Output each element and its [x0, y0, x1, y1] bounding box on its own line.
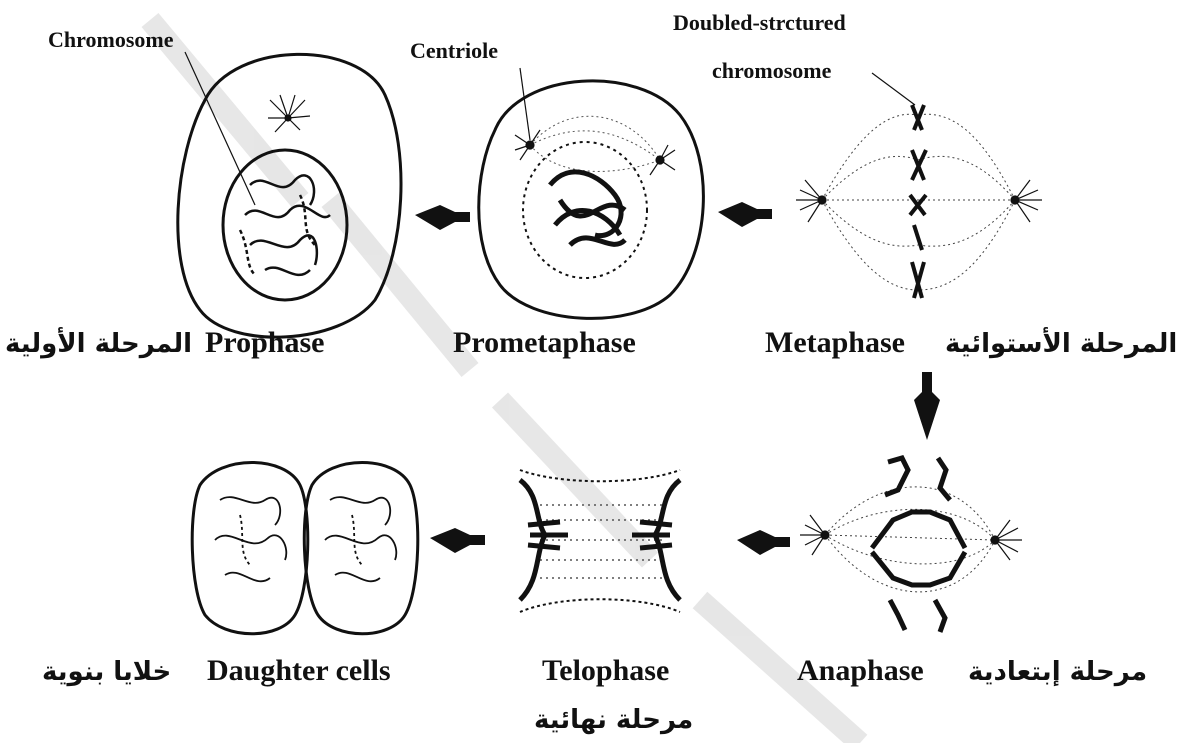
daughter-cells-arabic-label: خلايا بنوية: [42, 657, 171, 687]
prometaphase-label: Prometaphase: [453, 326, 636, 359]
centriole-right: [650, 145, 675, 175]
centriole-annotation: Centriole: [410, 38, 498, 63]
pole-right: [1011, 180, 1042, 222]
separating-chromosomes: [872, 458, 965, 632]
prophase-arabic-label: المرحلة الأولية: [5, 327, 192, 359]
daughter-cells-label: Daughter cells: [207, 654, 391, 687]
pole-right: [991, 520, 1022, 560]
prometaphase-cell: [479, 68, 704, 318]
arrow-metaphase-to-anaphase: [914, 372, 940, 440]
centriole-left: [515, 130, 540, 160]
pole-left: [800, 515, 829, 555]
prophase-label: Prophase: [205, 326, 324, 359]
centriole-leader-line: [520, 68, 530, 140]
arrow-anaphase-to-telophase: [737, 530, 790, 555]
arrow-telophase-to-daughter-cells: [430, 528, 485, 553]
chromosome-annotation: Chromosome: [48, 27, 174, 52]
centrosome-star: [268, 95, 310, 132]
spindle-fibers: [825, 487, 995, 592]
metaphase-label: Metaphase: [765, 326, 905, 359]
chromatids-left: [520, 480, 568, 600]
anaphase-arabic-label: مرحلة إبتعادية: [968, 657, 1147, 687]
telophase-label: Telophase: [542, 654, 669, 687]
metaphase-spindle: [796, 73, 1042, 298]
doubled-chromosome-annotation-line2: chromosome: [712, 58, 832, 83]
doubled-chromosome-leader-line: [872, 73, 915, 105]
chromatin-right: [325, 497, 396, 581]
anaphase-label: Anaphase: [797, 654, 924, 687]
chromatin-left: [215, 497, 286, 581]
arrow-prophase-to-prometaphase: [415, 205, 470, 230]
doubled-chromosome-annotation-line1: Doubled-strctured: [673, 10, 846, 35]
aligned-chromosomes: [910, 105, 926, 298]
daughter-cells: [192, 463, 418, 634]
arrow-prometaphase-to-metaphase: [718, 202, 772, 227]
metaphase-arabic-label: المرحلة الأستوائية: [945, 327, 1177, 359]
condensed-chromosomes: [550, 172, 625, 245]
anaphase-spindle: [800, 458, 1022, 632]
pole-left: [796, 180, 826, 222]
telophase-arabic-label: مرحلة نهائية: [534, 705, 693, 735]
